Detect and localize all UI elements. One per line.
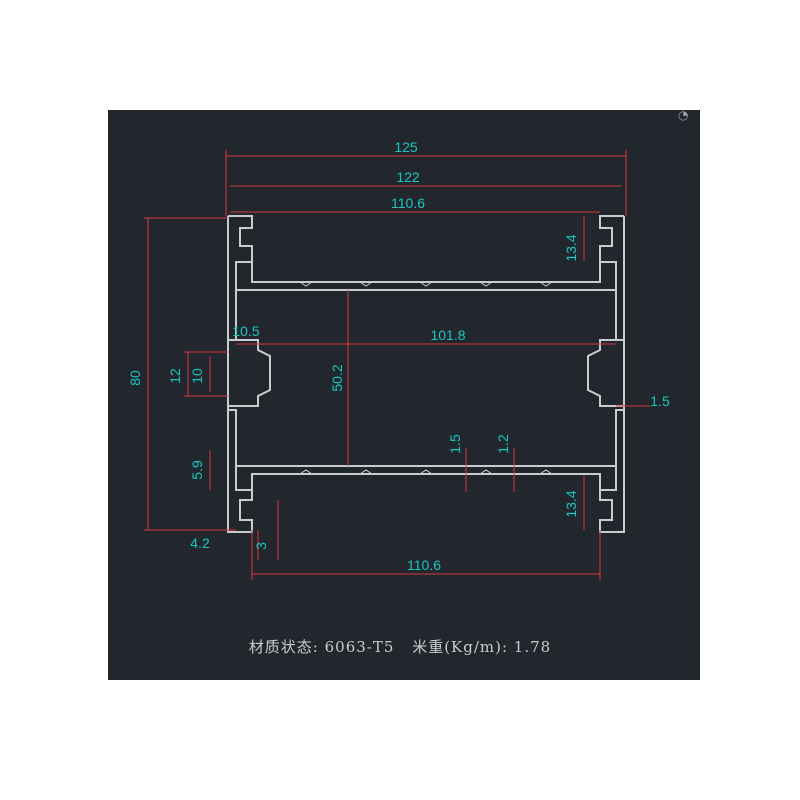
material-label: 材质状态: 6063-T5 xyxy=(248,638,395,656)
dim-110-top: 110.6 xyxy=(391,195,425,211)
corner-mark-icon: ◔ xyxy=(678,108,689,122)
dim-4-2: 4.2 xyxy=(190,535,210,551)
dim-1-5-rib: 1.5 xyxy=(447,434,463,454)
dim-1-2-rib: 1.2 xyxy=(495,434,511,454)
left-slot xyxy=(228,339,271,407)
dim-101: 101.8 xyxy=(430,327,465,343)
dim-80: 80 xyxy=(127,370,143,386)
dim-122: 122 xyxy=(396,169,420,185)
right-slot xyxy=(587,339,624,407)
dim-10-5: 10.5 xyxy=(232,323,259,339)
weight-label: 米重(Kg/m): 1.78 xyxy=(412,638,552,656)
dim-13-4-bottom: 13.4 xyxy=(563,490,579,517)
drawing-panel xyxy=(108,110,700,680)
right-outer-wall xyxy=(599,216,625,533)
dim-50: 50.2 xyxy=(329,364,345,391)
left-outer-wall xyxy=(227,216,253,533)
bottom-serration xyxy=(299,469,553,475)
bottom-flange-inner xyxy=(251,473,601,490)
dim-3: 3 xyxy=(253,542,269,550)
dim-110-bottom: 110.6 xyxy=(407,557,441,573)
top-serration xyxy=(299,281,553,287)
top-flange-inner xyxy=(235,262,617,291)
dim-5-9: 5.9 xyxy=(189,460,205,480)
left-upper-wall xyxy=(228,215,253,341)
bottom-flange xyxy=(235,465,617,490)
dim-125: 125 xyxy=(394,139,418,155)
dimension-lines xyxy=(144,150,650,580)
dim-slot-10: 10 xyxy=(189,368,205,384)
dim-1-5-wall: 1.5 xyxy=(650,393,670,409)
dim-slot-12: 12 xyxy=(167,368,183,384)
right-upper-wall xyxy=(599,215,624,341)
material-caption: 材质状态: 6063-T5 米重(Kg/m): 1.78 xyxy=(0,636,800,657)
aluminum-profile xyxy=(227,215,625,533)
dim-13-4-top: 13.4 xyxy=(563,234,579,261)
top-flange xyxy=(251,262,601,283)
